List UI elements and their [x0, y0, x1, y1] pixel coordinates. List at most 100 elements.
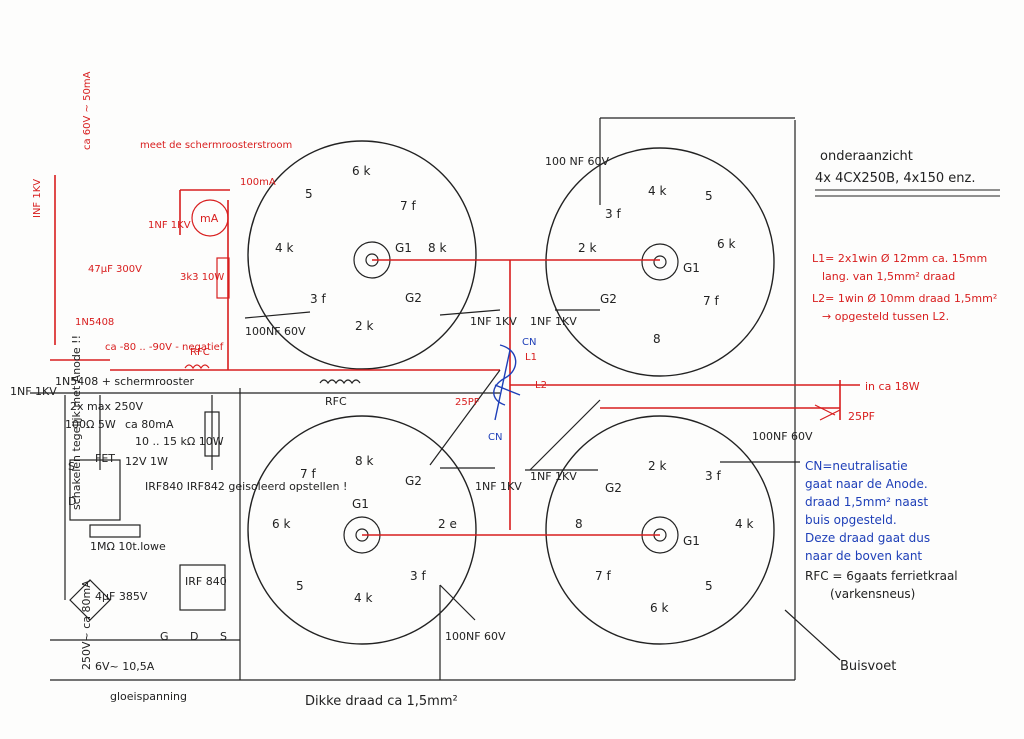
tube-tl-pin: 8 k: [428, 241, 446, 255]
tube-tl-pin: 4 k: [275, 241, 293, 255]
note-rfc-2: (varkensneus): [830, 587, 915, 601]
tube-bl-pin: 3 f: [410, 569, 426, 583]
components: [69, 199, 841, 621]
label-l1: L1: [525, 352, 537, 363]
tube-tr-pin: 7 f: [703, 294, 719, 308]
tube-socket-top-left: G1 G2 6 k 7 f 8 k 4 k 3 f 2 k 5: [247, 140, 477, 370]
note-cn-2: gaat naar de Anode.: [805, 477, 928, 491]
label-pin-d: D: [190, 630, 198, 643]
label-fil: 6V~ 10,5A: [95, 660, 155, 673]
label-ca80: ca 80mA: [125, 418, 174, 431]
label-cap-inf-br: 1NF 1KV: [530, 470, 577, 483]
label-base: Buisvoet: [840, 659, 896, 674]
tube-tr-pin: 8: [653, 332, 661, 346]
label-60v: ca 60V ~ 50mA: [82, 71, 93, 150]
label-25pf-left: 25PF: [455, 397, 480, 408]
tube-tl-pin: 2 k: [355, 319, 373, 333]
tube-br-pin: 3 f: [705, 469, 721, 483]
label-negative: ca -80 .. -90V - negatief: [105, 342, 224, 353]
tube-tl-pin: 3 f: [310, 292, 326, 306]
tube-socket-bottom-right: G1 G2 2 k 3 f 4 k 5 6 k 7 f 8: [545, 415, 775, 645]
tube-tr-g2: G2: [600, 292, 617, 306]
label-inf-1kv-2: 1NF 1KV: [10, 385, 57, 398]
tube-tr-g1: G1: [683, 261, 700, 275]
header-line2: 4x 4CX250B, 4x150 enz.: [815, 171, 975, 186]
label-screen-plus: 1N5408 + schermrooster: [55, 375, 195, 388]
label-bridge-v: 250V~ ca 80mA: [80, 580, 93, 670]
neutralisation-coil: [493, 344, 521, 421]
tube-tr-pin: 5: [705, 189, 713, 203]
label-rfc-mid: RFC: [325, 395, 347, 408]
tube-bl-g2: G2: [405, 474, 422, 488]
note-rfc-1: RFC = 6gaats ferrietkraal: [805, 569, 958, 583]
note-cn-5: Deze draad gaat dus: [805, 531, 930, 545]
red-wiring: [50, 175, 860, 536]
tube-br-pin: 8: [575, 517, 583, 531]
tube-tl-pin: 6 k: [352, 164, 370, 178]
label-rfc-top: RFC: [190, 347, 210, 358]
label-pot: 1MΩ 10t.lowe: [90, 540, 166, 553]
label-r-10-15k: 10 .. 15 kΩ 10W: [135, 435, 224, 448]
tube-tr-pin: 4 k: [648, 184, 666, 198]
tube-socket-top-right: G1 G2 4 k 5 6 k 7 f 8 2 k 3 f: [545, 147, 775, 377]
label-fet-d: D: [68, 495, 76, 508]
label-47uf: 47µF 300V: [88, 264, 142, 275]
label-in-out: in ca 18W: [865, 380, 920, 393]
note-cn-3: draad 1,5mm² naast: [805, 495, 928, 509]
label-cap-100nf-tr: 100 NF 60V: [545, 155, 610, 168]
note-cn-1: CN=neutralisatie: [805, 459, 908, 473]
label-cn2: CN: [488, 432, 502, 443]
tube-br-pin: 4 k: [735, 517, 753, 531]
chassis-outline: [30, 117, 796, 681]
label-cap-inf-bl: 1NF 1KV: [475, 480, 522, 493]
tube-tr-pin: 3 f: [605, 207, 621, 221]
black-wiring: [50, 309, 841, 681]
tube-bl-g1: G1: [352, 497, 369, 511]
label-ma: mA: [200, 212, 219, 225]
tube-bl-pin: 5: [296, 579, 304, 593]
tube-bl-pin: 8 k: [355, 454, 373, 468]
tube-bl-pin: 4 k: [354, 591, 372, 605]
label-switch-note: schakelen tegelijk met Anode !!: [70, 335, 83, 510]
label-max250: 2x max 250V: [70, 400, 143, 413]
note-l-1: L1= 2x1win Ø 12mm ca. 15mm: [812, 252, 987, 265]
tube-tl-pin: 7 f: [400, 199, 416, 213]
label-pin-g: G: [160, 630, 169, 643]
label-l2: L2: [535, 380, 547, 391]
label-ma-range: 100mA: [240, 177, 276, 188]
label-r-3k3: 3k3 10W: [180, 272, 224, 283]
label-cap-100nf-tl: 100NF 60V: [245, 325, 306, 338]
label-cap-1nf-a: 1NF 1KV: [148, 220, 191, 231]
tube-bl-pin: 2 e: [438, 517, 457, 531]
tube-tr-pin: 2 k: [578, 241, 596, 255]
tube-socket-bottom-left: G1 G2 8 k 7 f 6 k 5 4 k 3 f 2 e: [247, 415, 477, 645]
note-l-3: L2= 1win Ø 10mm draad 1,5mm²: [812, 292, 997, 305]
label-fil-text: gloeispanning: [110, 690, 187, 703]
label-irf: IRF840 IRF842 geisoleerd opstellen !: [145, 480, 347, 493]
label-screen-meter: meet de schermroosterstroom: [140, 140, 292, 151]
note-l-2: lang. van 1,5mm² draad: [822, 270, 955, 283]
label-cap-inf-tr: 1NF 1KV: [530, 315, 577, 328]
note-cn-4: buis opgesteld.: [805, 513, 897, 527]
tube-br-pin: 7 f: [595, 569, 611, 583]
label-fet-s: S: [68, 460, 75, 473]
label-25pf-right: 25PF: [848, 410, 875, 423]
label-cap-4uf: 4µF 385V: [95, 590, 148, 603]
label-zener: 12V 1W: [125, 455, 168, 468]
label-fet: FET: [95, 452, 115, 465]
label-inf-1kv-left: INF 1KV: [32, 179, 43, 218]
label-pin-s: S: [220, 630, 227, 643]
tube-br-pin: 6 k: [650, 601, 668, 615]
tube-br-g1: G1: [683, 534, 700, 548]
tube-tl-pin: 5: [305, 187, 313, 201]
tube-bl-pin: 7 f: [300, 467, 316, 481]
label-cn: CN: [522, 337, 536, 348]
label-cap-100nf-bl: 100NF 60V: [445, 630, 506, 643]
tube-br-pin: 2 k: [648, 459, 666, 473]
label-diode-a: 1N5408: [75, 317, 114, 328]
tube-br-g2: G2: [605, 481, 622, 495]
tube-tl-g1: G1: [395, 241, 412, 255]
label-thick-wire: Dikke draad ca 1,5mm²: [305, 694, 458, 709]
header-line1: onderaanzicht: [820, 149, 913, 164]
